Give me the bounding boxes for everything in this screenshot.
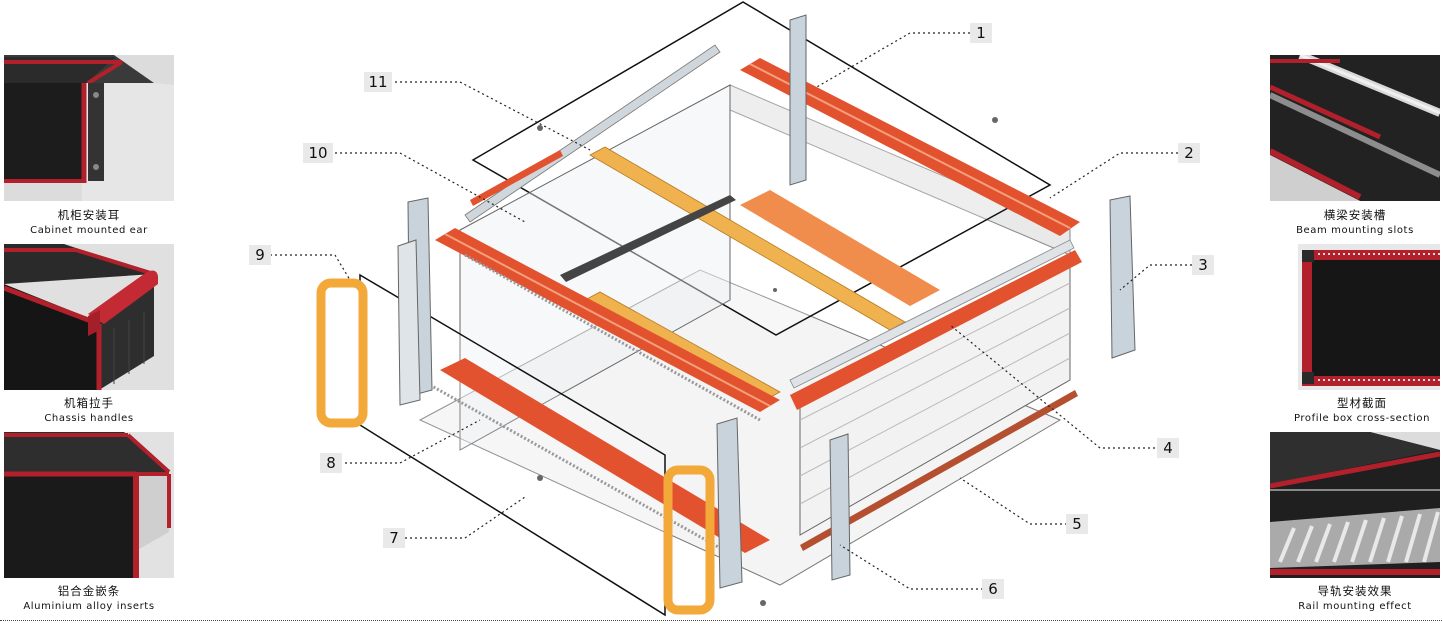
mounting-brackets [397,14,1136,589]
callout-10: 10 [303,143,333,163]
callout-7: 7 [383,528,405,548]
callout-3: 3 [1192,255,1214,275]
caption-zh: 铝合金嵌条 [57,584,121,598]
rear-left-strip [470,150,563,206]
thumb-chassis-handles [4,244,174,390]
callout-9: 9 [249,245,271,265]
callout-11: 11 [364,72,392,92]
caption-en: Chassis handles [44,413,134,424]
caption-en: Aluminium alloy inserts [23,601,155,612]
caption-en: Profile box cross-section [1293,413,1431,424]
bottom-right-strip [800,390,1078,551]
callout-1: 1 [970,23,992,43]
callout-4: 4 [1157,438,1179,458]
bottom-front-profile [440,358,770,553]
right-top-profile [790,250,1082,410]
handle-right [663,465,715,615]
caption-rail-mounting: 导轨安装效果 Rail mounting effect [1270,583,1440,615]
rear-floor-strip [740,190,940,306]
thumb-alloy-inserts [4,432,174,578]
yellow-beam-top [589,146,906,331]
caption-zh: 机箱拉手 [64,396,114,410]
thumb-cross-section [1298,244,1440,390]
caption-cabinet-ear: 机柜安装耳 Cabinet mounted ear [4,207,174,239]
inner-dark-rail [560,195,736,282]
caption-alloy-inserts: 铝合金嵌条 Aluminium alloy inserts [4,583,174,615]
callout-5: 5 [1066,514,1088,534]
callout-6: 6 [982,579,1004,599]
leader-lines [270,32,1192,590]
right-silver-rail [789,239,1075,389]
thumb-cabinet-ear [4,55,174,201]
caption-zh: 型材截面 [1337,396,1387,410]
caption-en: Beam mounting slots [1296,225,1414,236]
caption-zh: 导轨安装效果 [1317,584,1393,598]
screws [537,117,998,606]
callout-8: 8 [320,453,342,473]
caption-zh: 机柜安装耳 [57,208,121,222]
caption-chassis-handles: 机箱拉手 Chassis handles [4,395,174,427]
caption-cross-section: 型材截面 Profile box cross-section [1284,395,1440,427]
caption-zh: 横梁安装槽 [1323,208,1387,222]
handle-left [316,278,368,428]
top-cover-panel [471,1,1052,336]
caption-en: Rail mounting effect [1298,601,1412,612]
thumb-beam-slots [1270,55,1440,201]
caption-en: Cabinet mounted ear [30,225,148,236]
bottom-divider [0,620,1442,621]
callout-2: 2 [1178,143,1200,163]
rear-top-rail [464,44,721,223]
caption-beam-slots: 横梁安装槽 Beam mounting slots [1270,207,1440,239]
thumb-rail-mounting [1270,432,1440,578]
